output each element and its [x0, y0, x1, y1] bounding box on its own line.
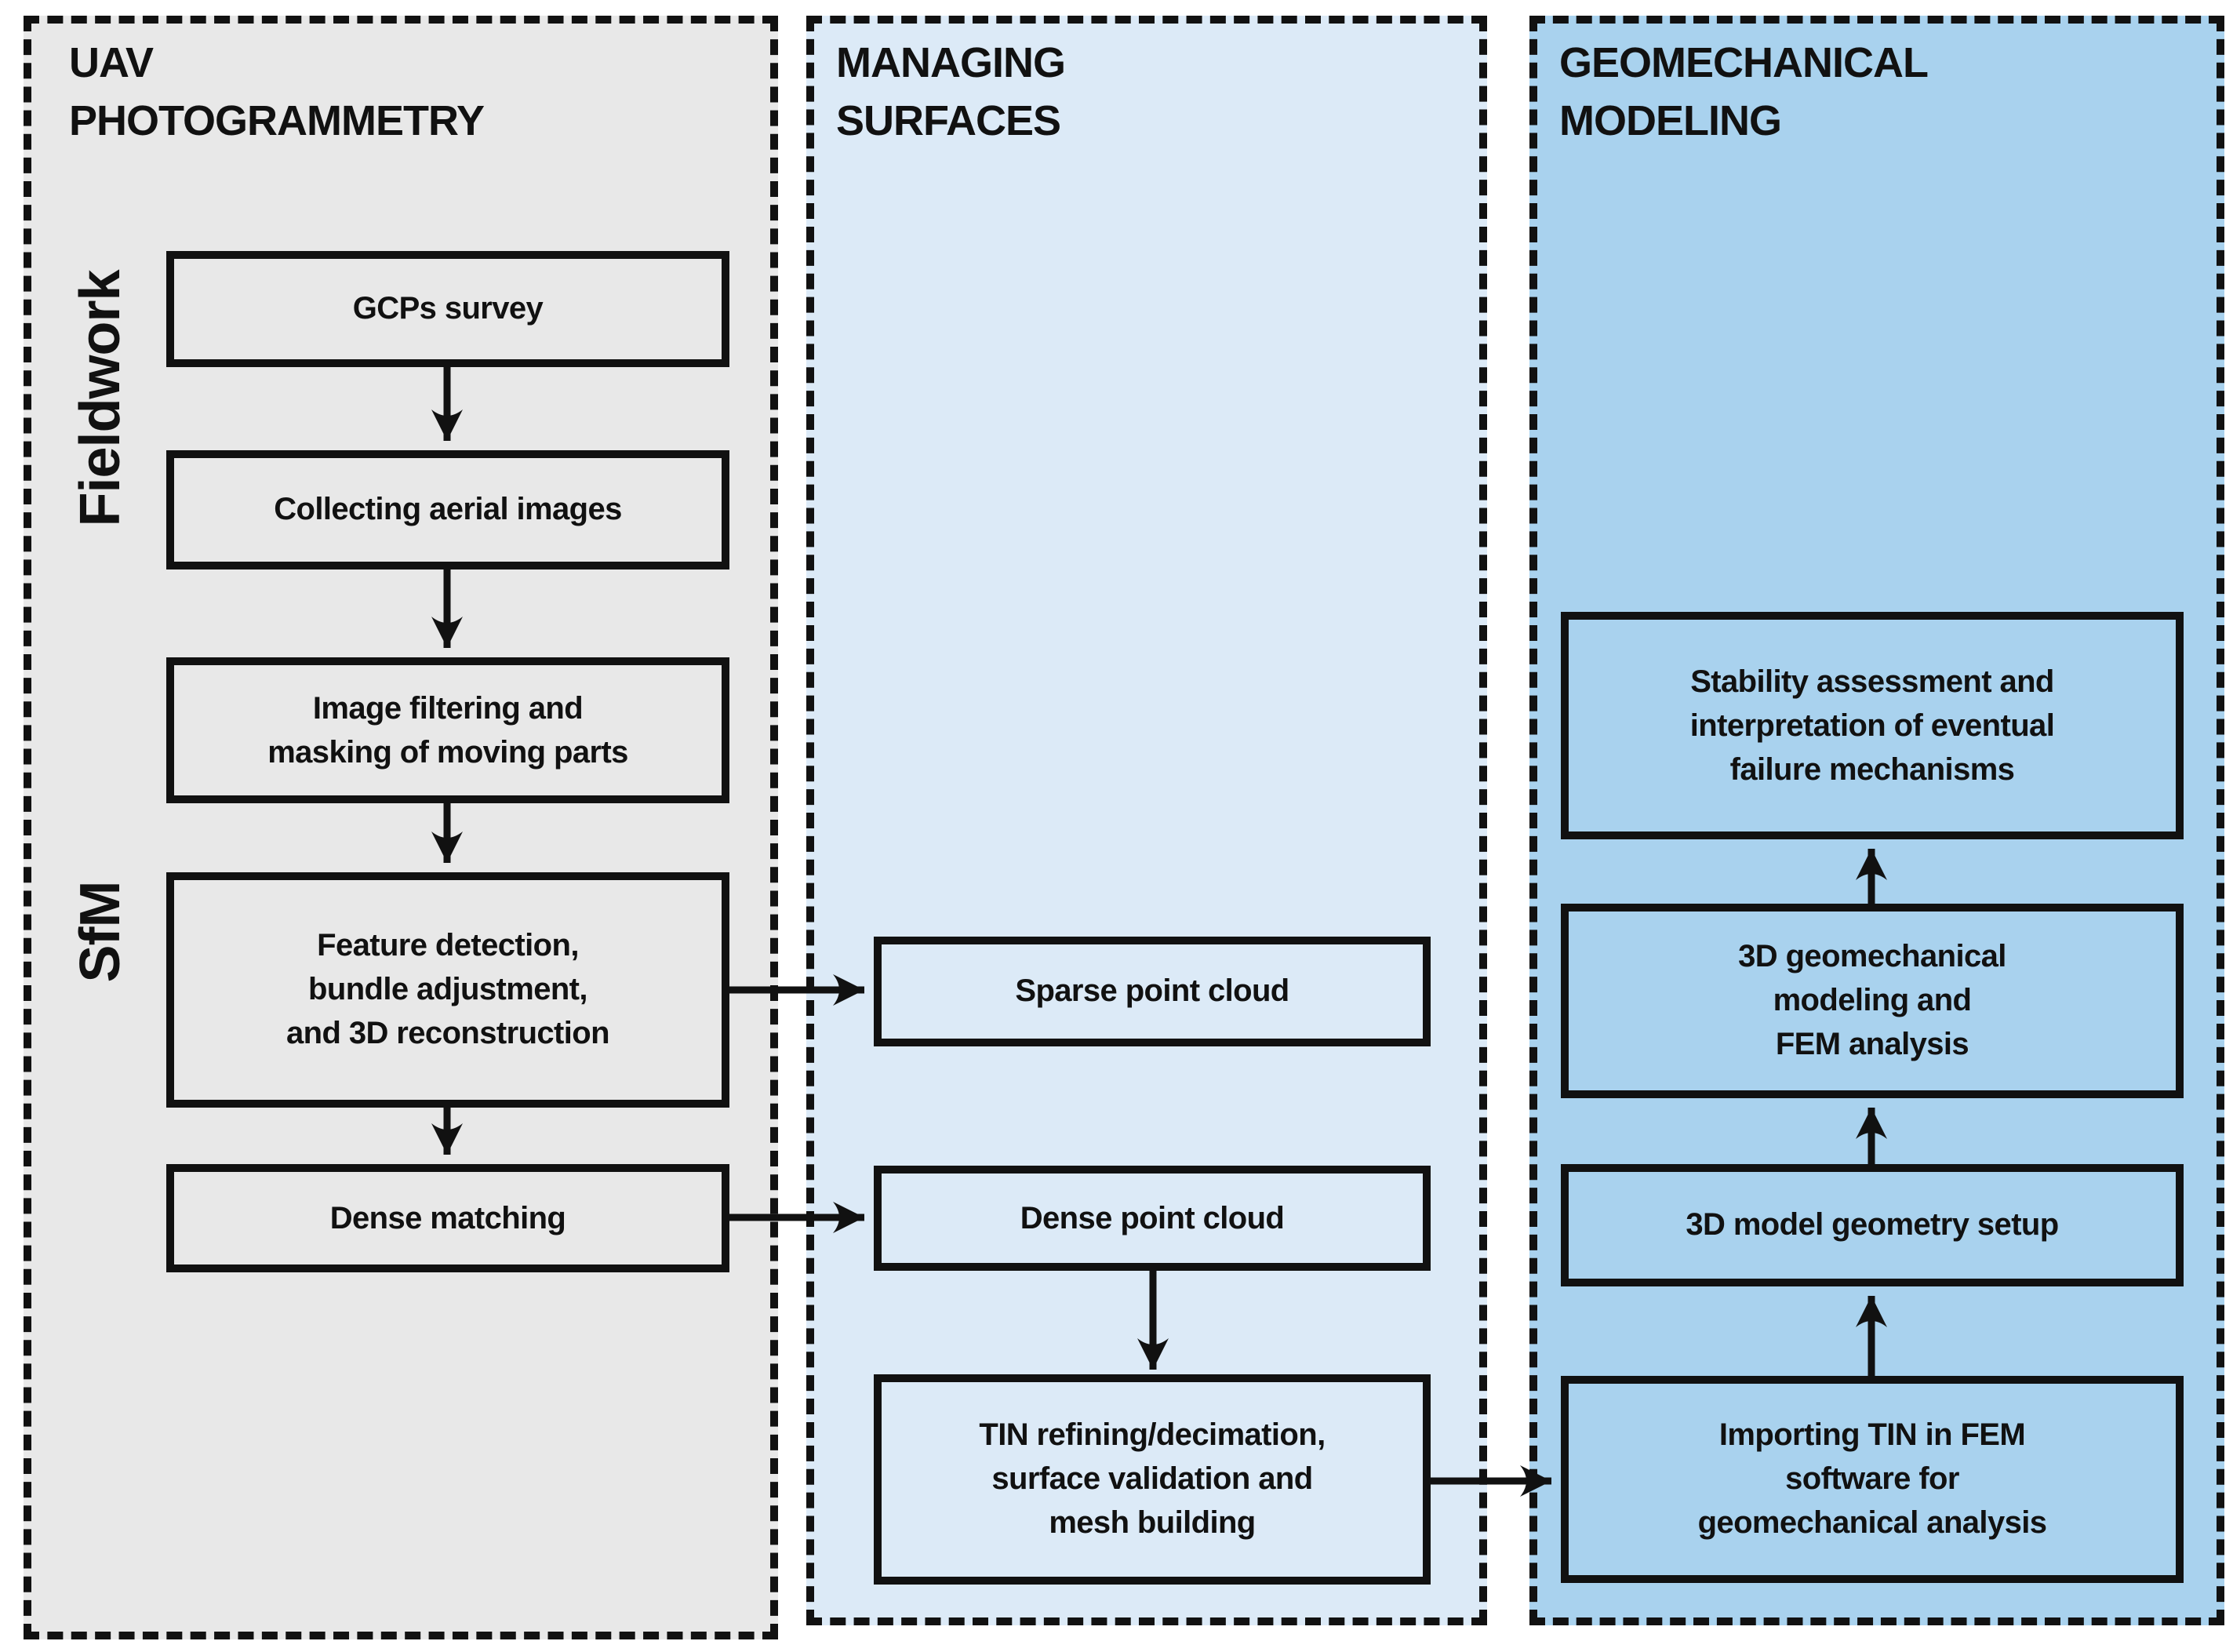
group-label-sfm: SfM — [67, 881, 132, 983]
title-managing-surfaces: MANAGING SURFACES — [836, 39, 1066, 144]
group-label-fieldwork: Fieldwork — [67, 270, 132, 527]
title-geomechanical-modeling: GEOMECHANICAL MODELING — [1559, 39, 1929, 144]
box-3d-geomechanical-modeling-fem: 3D geomechanical modeling and FEM analys… — [1561, 904, 2184, 1098]
box-gcps-survey: GCPs survey — [166, 251, 729, 367]
box-dense-point-cloud: Dense point cloud — [874, 1166, 1431, 1271]
box-stability-assessment: Stability assessment and interpretation … — [1561, 612, 2184, 839]
box-dense-matching: Dense matching — [166, 1164, 729, 1272]
box-tin-refining-mesh-building: TIN refining/decimation, surface validat… — [874, 1374, 1431, 1585]
box-collecting-aerial-images: Collecting aerial images — [166, 450, 729, 569]
box-feature-detection-bundle-adjustment: Feature detection, bundle adjustment, an… — [166, 872, 729, 1108]
box-sparse-point-cloud: Sparse point cloud — [874, 937, 1431, 1046]
title-uav-photogrammetry: UAV PHOTOGRAMMETRY — [69, 39, 485, 144]
box-image-filtering-masking: Image filtering and masking of moving pa… — [166, 657, 729, 803]
box-3d-model-geometry-setup: 3D model geometry setup — [1561, 1164, 2184, 1286]
box-importing-tin-fem-software: Importing TIN in FEM software for geomec… — [1561, 1376, 2184, 1583]
